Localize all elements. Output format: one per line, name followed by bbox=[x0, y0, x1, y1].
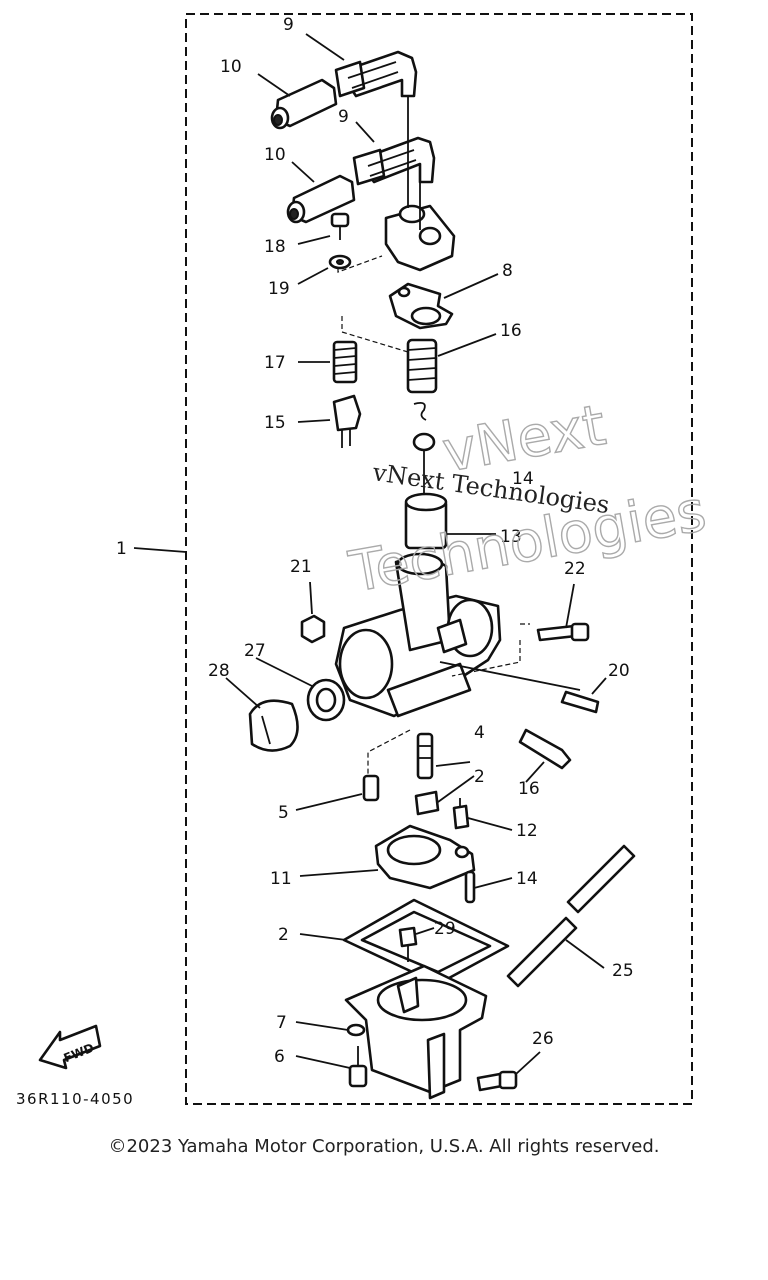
label-part-6: 6 bbox=[274, 1047, 285, 1067]
assembly-boundary bbox=[185, 13, 693, 1105]
label-part-15: 14 bbox=[512, 469, 534, 489]
part-7-washer bbox=[346, 1023, 366, 1037]
label-part-12: 12 bbox=[516, 821, 538, 841]
label-part-27: 27 bbox=[244, 641, 266, 661]
label-part-17: 16 bbox=[518, 779, 540, 799]
part-28-clamp bbox=[248, 699, 299, 752]
part-16-spring bbox=[406, 338, 438, 394]
forward-direction-arrow: FWD bbox=[38, 1024, 102, 1070]
part-4-jet-holder bbox=[416, 732, 434, 780]
part-24-screw bbox=[536, 622, 590, 642]
label-part-4: 4 bbox=[474, 723, 485, 743]
label-part-16: 16 bbox=[500, 321, 522, 341]
part-9-lower-hose-fitting bbox=[352, 136, 436, 186]
part-23-nut bbox=[300, 614, 326, 644]
part-11-float bbox=[374, 824, 476, 890]
part-25-tube bbox=[506, 844, 636, 988]
label-part-14: 13 bbox=[500, 527, 522, 547]
label-part-9-upper: 9 bbox=[283, 15, 294, 35]
label-part-10-lower: 10 bbox=[264, 145, 286, 165]
label-part-1: 1 bbox=[116, 539, 127, 559]
leader-lines bbox=[133, 33, 607, 1075]
part-17-screw bbox=[518, 728, 572, 770]
part-27-ring bbox=[306, 678, 346, 722]
label-part-2: 2 bbox=[278, 925, 289, 945]
part-10-lower-cap bbox=[286, 174, 356, 224]
part-5-jet bbox=[362, 774, 380, 802]
label-part-29: 29 bbox=[434, 919, 456, 939]
label-part-3: 2 bbox=[474, 767, 485, 787]
part-14-throttle-valve bbox=[404, 492, 448, 550]
part-13-float-pin bbox=[464, 870, 476, 904]
label-part-18: 15 bbox=[264, 413, 286, 433]
part-8-plate bbox=[388, 282, 454, 330]
part-22-screw bbox=[560, 690, 600, 714]
needle-clip bbox=[413, 401, 427, 421]
part-20-screw bbox=[330, 212, 350, 240]
label-part-8: 8 bbox=[502, 261, 513, 281]
part-2-gasket bbox=[342, 898, 510, 986]
label-part-28: 28 bbox=[208, 661, 230, 681]
part-26-drain-screw bbox=[476, 1070, 518, 1092]
part-3-main-jet bbox=[414, 790, 440, 816]
label-part-11: 11 bbox=[270, 869, 292, 889]
label-part-21: 19 bbox=[268, 279, 290, 299]
label-part-25: 25 bbox=[612, 961, 634, 981]
label-part-13: 14 bbox=[516, 869, 538, 889]
carburetor-body bbox=[334, 552, 581, 718]
label-part-26: 26 bbox=[532, 1029, 554, 1049]
label-part-7: 7 bbox=[276, 1013, 287, 1033]
diagram-reference-code: 36R110-4050 bbox=[16, 1090, 134, 1108]
part-12-float-needle bbox=[452, 798, 470, 830]
label-part-22: 20 bbox=[608, 661, 630, 681]
copyright-footer: ©2023 Yamaha Motor Corporation, U.S.A. A… bbox=[108, 1136, 660, 1157]
part-6-screw bbox=[348, 1046, 368, 1088]
label-part-24: 22 bbox=[564, 559, 586, 579]
part-15-needle bbox=[412, 432, 436, 500]
part-9-upper-hose-fitting bbox=[334, 50, 418, 98]
label-part-5: 5 bbox=[278, 803, 289, 823]
label-part-23: 21 bbox=[290, 557, 312, 577]
float-bowl bbox=[344, 964, 488, 1100]
carburetor-top-cap bbox=[384, 96, 456, 272]
label-part-9-lower: 9 bbox=[338, 107, 349, 127]
label-part-20: 18 bbox=[264, 237, 286, 257]
label-part-19: 17 bbox=[264, 353, 286, 373]
label-part-10-upper: 10 bbox=[220, 57, 242, 77]
part-18-choke-plunger bbox=[332, 394, 362, 448]
part-19-spring bbox=[332, 340, 358, 384]
part-29-screw bbox=[398, 926, 418, 962]
part-10-upper-cap bbox=[270, 78, 338, 130]
part-21-washer bbox=[328, 254, 352, 270]
